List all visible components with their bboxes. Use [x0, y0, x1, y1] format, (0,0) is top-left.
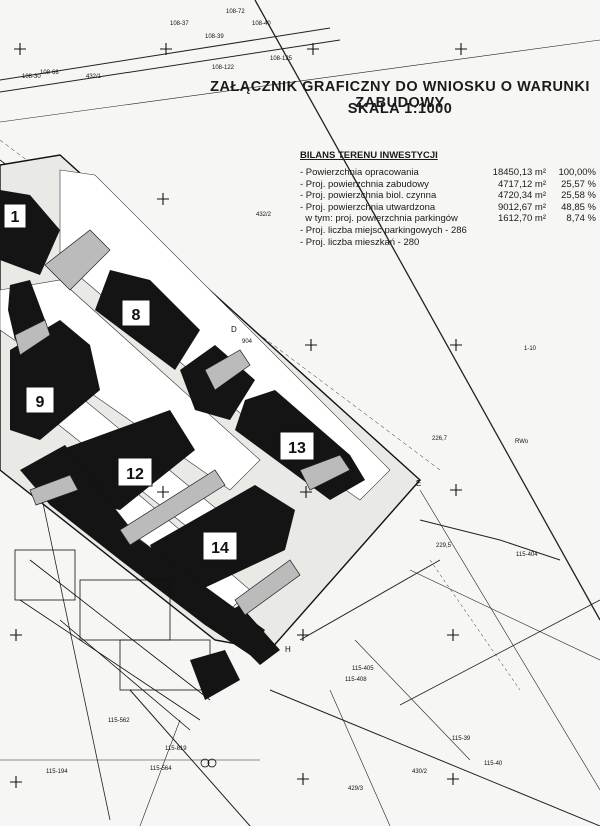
svg-text:108-39: 108-39	[205, 34, 224, 40]
balance-label: - Proj. powierzchnia biol. czynna	[300, 190, 437, 202]
svg-text:108-30: 108-30	[22, 74, 41, 80]
balance-row: - Proj. powierzchnia biol. czynna 4720,3…	[300, 190, 596, 202]
balance-percent: 100,00%	[558, 167, 596, 178]
svg-text:108-68: 108-68	[40, 70, 59, 76]
svg-text:115-564: 115-564	[150, 766, 172, 772]
balance-row: w tym: proj. powierzchnia parkingów 1612…	[300, 213, 596, 225]
balance-label: - Powierzchnia opracowania	[300, 167, 419, 178]
balance-value: 4717,12 m²	[497, 178, 546, 190]
balance-row: - Powierzchnia opracowania 18450,13 m² 1…	[300, 167, 596, 179]
svg-text:115-194: 115-194	[46, 769, 68, 775]
balance-value: 18450,13 m²	[492, 167, 546, 178]
balance-header: BILANS TERENU INWESTYCJI	[300, 150, 438, 161]
svg-text:12: 12	[126, 466, 144, 483]
svg-text:429/3: 429/3	[348, 786, 364, 792]
building-labels: 1 8 9 12 13 14	[3, 203, 315, 561]
balance-label: - Proj. powierzchnia utwardzona	[300, 201, 436, 213]
svg-text:430/2: 430/2	[412, 769, 428, 775]
balance-label: - Proj. powierzchnia zabudowy	[300, 178, 429, 190]
building-label-13: 13	[279, 431, 315, 461]
svg-text:229,5: 229,5	[436, 543, 452, 549]
svg-text:432/1: 432/1	[86, 74, 102, 80]
map-scale: SKALA 1:1000	[347, 101, 453, 117]
balance-percent: 8,74 %	[566, 213, 596, 225]
svg-text:115-562: 115-562	[108, 718, 130, 724]
svg-text:1-10: 1-10	[524, 346, 537, 352]
balance-label: w tym: proj. powierzchnia parkingów	[300, 213, 458, 225]
svg-text:115-819: 115-819	[165, 746, 187, 752]
building-label-8: 8	[121, 299, 151, 327]
svg-text:904: 904	[242, 339, 253, 345]
svg-text:115-404: 115-404	[516, 552, 538, 558]
building-label-14: 14	[202, 531, 238, 561]
svg-text:9: 9	[36, 394, 45, 411]
svg-text:8: 8	[132, 307, 141, 324]
balance-table: BILANS TERENU INWESTYCJI - Powierzchnia …	[300, 150, 596, 248]
svg-text:115-408: 115-408	[345, 677, 367, 683]
building-label-1: 1	[3, 203, 27, 229]
svg-text:13: 13	[288, 440, 306, 457]
balance-note-apartments: - Proj. liczba mieszkań - 280	[300, 236, 420, 248]
svg-text:108-37: 108-37	[170, 21, 189, 27]
svg-text:108-72: 108-72	[226, 9, 245, 15]
building-label-9: 9	[25, 386, 55, 414]
balance-row: - Proj. powierzchnia utwardzona 9012,67 …	[300, 202, 596, 214]
survey-crosses	[10, 43, 467, 788]
balance-percent: 25,57 %	[561, 178, 596, 190]
svg-text:108-125: 108-125	[270, 56, 293, 62]
svg-text:108-122: 108-122	[212, 65, 235, 71]
svg-text:115-40: 115-40	[484, 761, 503, 767]
svg-text:115-405: 115-405	[352, 666, 374, 672]
dense-detail-area	[14, 549, 217, 768]
balance-percent: 25,58 %	[561, 190, 596, 202]
svg-text:108-40: 108-40	[252, 21, 271, 27]
road-loop-shape	[20, 445, 265, 655]
svg-text:14: 14	[211, 540, 229, 557]
parking-strips	[14, 229, 351, 616]
svg-text:1: 1	[11, 209, 20, 226]
balance-row: - Proj. powierzchnia zabudowy 4717,12 m²…	[300, 179, 596, 191]
svg-text:115-39: 115-39	[452, 736, 471, 742]
svg-text:226,7: 226,7	[432, 436, 448, 442]
balance-note-parking: - Proj. liczba miejsc parkingowych - 286	[300, 224, 467, 236]
balance-percent: 48,85 %	[561, 201, 596, 213]
balance-value: 1612,70 m²	[497, 213, 546, 225]
balance-value: 9012,67 m²	[497, 201, 546, 213]
map-title: ZAŁĄCZNIK GRAFICZNY DO WNIOSKU O WARUNKI…	[210, 79, 590, 111]
svg-text:D: D	[231, 325, 237, 334]
parcel-labels: 108-72 108-37 108-40 108-39 108-122 108-…	[22, 9, 538, 792]
svg-text:432/2: 432/2	[256, 212, 272, 218]
building-label-12: 12	[117, 457, 153, 487]
svg-text:RWo: RWo	[515, 439, 529, 445]
road-south-shape	[215, 605, 280, 665]
svg-text:E: E	[416, 479, 421, 488]
balance-value: 4720,34 m²	[497, 190, 546, 202]
svg-text:H: H	[285, 645, 291, 654]
parking-block-south	[190, 650, 240, 700]
